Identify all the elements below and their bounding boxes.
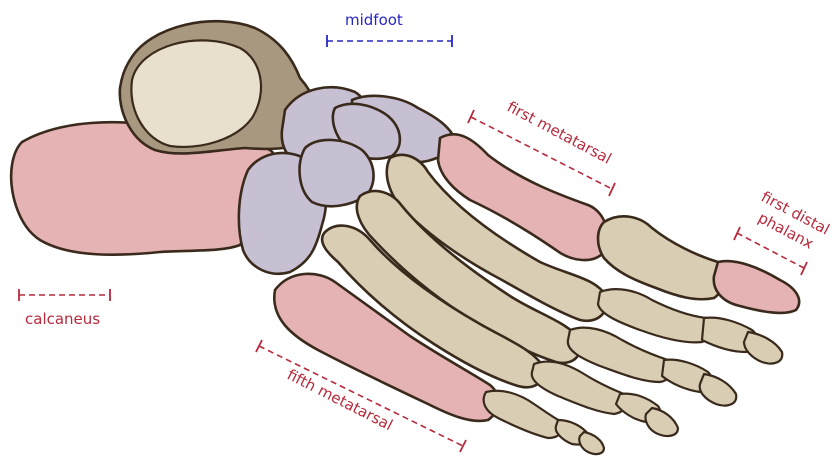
first-distal-phalanx-annotation: first distal phalanx [734, 188, 833, 275]
midfoot-label: midfoot [345, 11, 403, 29]
fifth-metatarsal-tick-start [256, 340, 262, 352]
fifth-metatarsal-tick-end [460, 440, 466, 452]
first-metatarsal-label: first metatarsal [504, 98, 614, 168]
first-metatarsal-tick-start [468, 110, 474, 123]
calcaneus-label: calcaneus [25, 310, 100, 328]
first-distal-phalanx-bone [714, 261, 799, 313]
fifth-distal-phalanx [579, 432, 604, 454]
midfoot-annotation: midfoot [327, 11, 452, 47]
first-distal-tick-end [801, 262, 807, 275]
fourth-distal-phalanx [646, 408, 679, 436]
calcaneus-annotation: calcaneus [19, 289, 110, 328]
second-distal-phalanx [744, 332, 782, 364]
fifth-proximal-phalanx [484, 391, 564, 438]
first-metatarsal-tick-end [609, 183, 615, 196]
first-proximal-phalanx [598, 216, 724, 299]
third-distal-phalanx [700, 374, 737, 406]
